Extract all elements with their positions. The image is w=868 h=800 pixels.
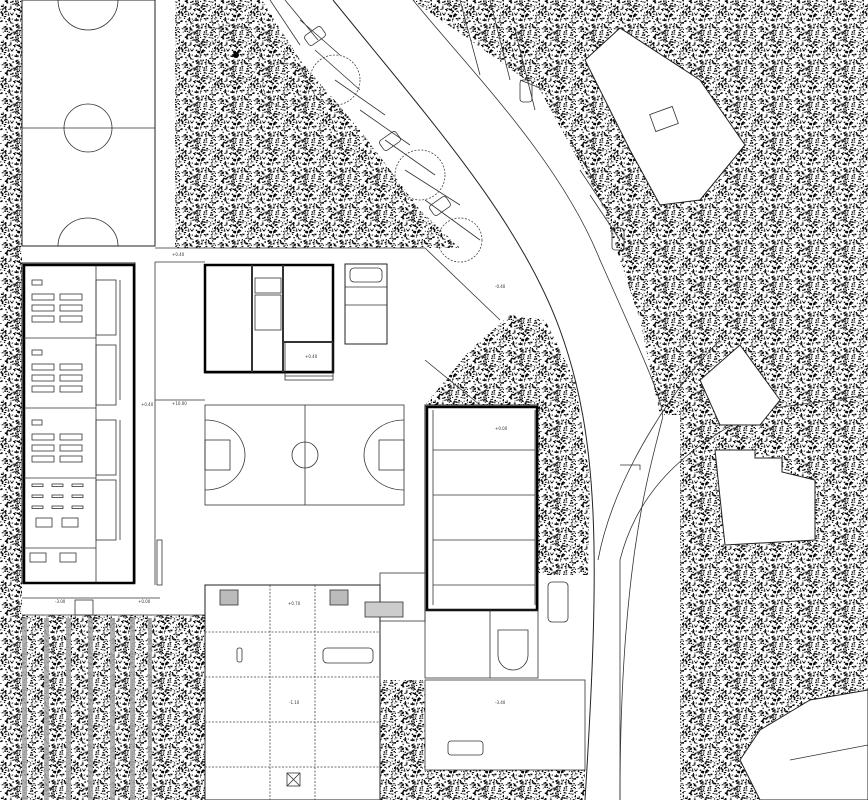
vegetation-bottom-center xyxy=(380,680,425,800)
vegetation-center-wedge xyxy=(425,315,590,575)
school-platform xyxy=(22,247,501,616)
teacher-desk xyxy=(31,419,43,426)
vegetation-bottom-right-of-parking xyxy=(425,770,585,800)
desk xyxy=(59,455,83,463)
level-label: +0.40 xyxy=(305,354,318,359)
table xyxy=(35,517,53,528)
bench xyxy=(31,494,44,498)
desk xyxy=(59,363,83,371)
level-label: -3.40 xyxy=(495,700,506,705)
bench xyxy=(71,494,84,498)
football-field xyxy=(21,0,156,247)
desk xyxy=(59,315,83,323)
desk xyxy=(31,444,55,452)
vegetation-top-middle xyxy=(175,0,460,248)
level-label: +0.40 xyxy=(141,402,154,407)
table xyxy=(29,552,47,563)
desk xyxy=(31,363,55,371)
level-label: -1.10 xyxy=(289,700,300,705)
bench xyxy=(51,483,64,487)
vegetation-between-road-top xyxy=(412,0,868,415)
vineyard-rows xyxy=(22,618,152,800)
table xyxy=(61,517,79,528)
parking-bays-top xyxy=(269,0,625,263)
trees xyxy=(189,14,308,108)
desk xyxy=(59,444,83,452)
desk xyxy=(59,385,83,393)
desk xyxy=(59,374,83,382)
level-label: -3.00 xyxy=(55,599,66,604)
desk xyxy=(31,455,55,463)
desk xyxy=(31,293,55,301)
long-building xyxy=(379,359,569,679)
bench xyxy=(51,505,64,509)
desk xyxy=(31,315,55,323)
neighbouring-houses xyxy=(584,27,868,800)
bench xyxy=(31,483,44,487)
bench xyxy=(31,505,44,509)
level-label: +0.70 xyxy=(288,601,301,606)
desk xyxy=(59,304,83,312)
level-label: +0.00 xyxy=(495,426,508,431)
desk xyxy=(31,385,55,393)
teacher-desk xyxy=(31,349,43,356)
desk xyxy=(31,433,55,441)
vegetation-left-strip xyxy=(0,0,22,615)
desk xyxy=(31,374,55,382)
parking-structure xyxy=(204,584,586,800)
vegetation-bottom-left xyxy=(0,615,205,800)
tree-trunk xyxy=(233,52,239,58)
level-label: -0.40 xyxy=(495,284,506,289)
level-label: +0.00 xyxy=(138,599,151,604)
classroom-block xyxy=(21,262,136,585)
teacher-desk xyxy=(31,279,43,286)
desk xyxy=(31,304,55,312)
table xyxy=(59,552,77,563)
bench xyxy=(71,483,84,487)
changing-building xyxy=(203,263,388,381)
desk xyxy=(59,293,83,301)
level-label: +10.00 xyxy=(172,401,187,406)
level-labels: +0.40 +10.00 +0.40 -0.40 +0.00 -3.00 +0.… xyxy=(55,252,508,705)
bench xyxy=(71,505,84,509)
basketball-court xyxy=(204,404,405,506)
bench xyxy=(51,494,64,498)
level-label: +0.40 xyxy=(172,252,185,257)
desk xyxy=(59,433,83,441)
classroom-desks xyxy=(29,279,84,563)
